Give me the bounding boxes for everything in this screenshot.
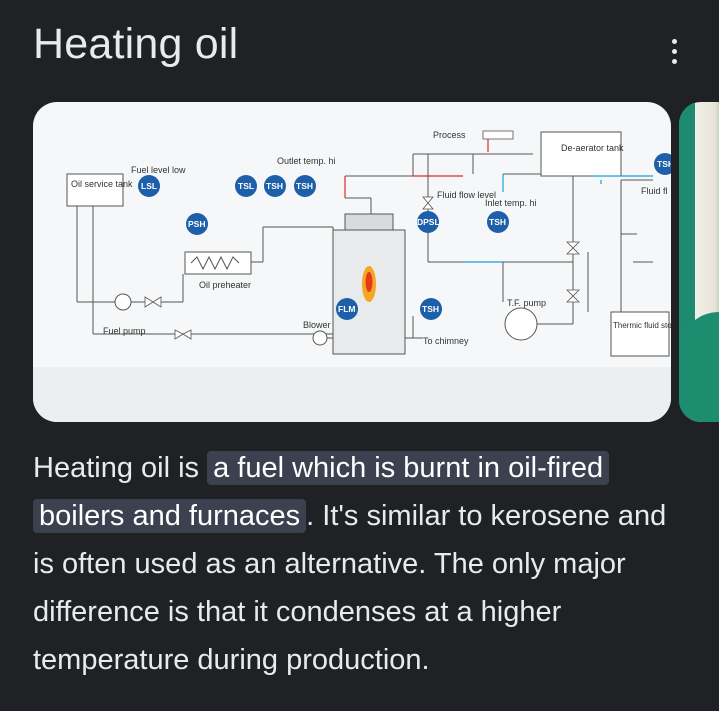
oil-service-tank-label: Oil service tank [71,179,133,189]
thumbnail-ground [679,312,719,422]
tsl-tag: TSL [235,175,257,197]
svg-text:TSH: TSH [422,304,439,314]
svg-text:DPSL: DPSL [417,217,440,227]
svg-text:TSH: TSH [657,159,671,169]
de-aerator-tank-label: De-aerator tank [561,143,624,153]
fuel-level-low-label: Fuel level low [131,165,186,175]
lsl-tag: LSL [138,175,160,197]
panel-title: Heating oil [33,20,239,68]
image-carousel[interactable]: Oil service tank Fuel level low Outlet t… [33,102,719,422]
tsh-tag: TSH [294,175,316,197]
second-image-thumbnail[interactable] [679,102,719,422]
tf-pump-label: T.F. pump [507,298,546,308]
more-vert-icon-dot [671,58,677,64]
oil-preheater-label: Oil preheater [199,280,251,290]
heating-system-diagram-image[interactable]: Oil service tank Fuel level low Outlet t… [33,102,671,422]
fuel-pump-label: Fuel pump [103,326,146,336]
fluid-flow-level-label: Fluid flow level [437,190,496,200]
svg-text:TSL: TSL [238,181,254,191]
dpsl-tag: DPSL [417,211,440,233]
psh-tag: PSH [186,213,208,235]
blower-label: Blower [303,320,331,330]
heating-system-diagram: Oil service tank Fuel level low Outlet t… [33,130,671,422]
description-text: Heating oil is a fuel which is burnt in … [33,444,693,684]
svg-text:FLM: FLM [338,304,355,314]
description-before: Heating oil is [33,452,208,484]
process-label: Process [433,130,466,140]
outlet-temp-hi-label: Outlet temp. hi [277,156,336,166]
flm-tag: FLM [336,298,358,320]
tsh-tag: TSH [264,175,286,197]
to-chimney-label: To chimney [423,336,469,346]
tsh-tag: TSH [487,211,509,233]
fluid-fl-label: Fluid fl [641,186,668,196]
tsh-tag: TSH [654,153,671,175]
inlet-temp-hi-label: Inlet temp. hi [485,198,537,208]
description-after: . It's similar to kerosene and is often … [33,500,667,676]
svg-text:LSL: LSL [141,181,157,191]
more-vert-icon [671,38,677,44]
more-options-button[interactable] [660,34,688,68]
svg-text:TSH: TSH [489,217,506,227]
more-vert-icon-dot [671,48,677,54]
tsh-tag: TSH [420,298,442,320]
svg-text:TSH: TSH [296,181,313,191]
thermic-fluid-storage-label: Thermic fluid storage tank [613,321,671,330]
svg-text:TSH: TSH [266,181,283,191]
svg-text:PSH: PSH [188,219,205,229]
